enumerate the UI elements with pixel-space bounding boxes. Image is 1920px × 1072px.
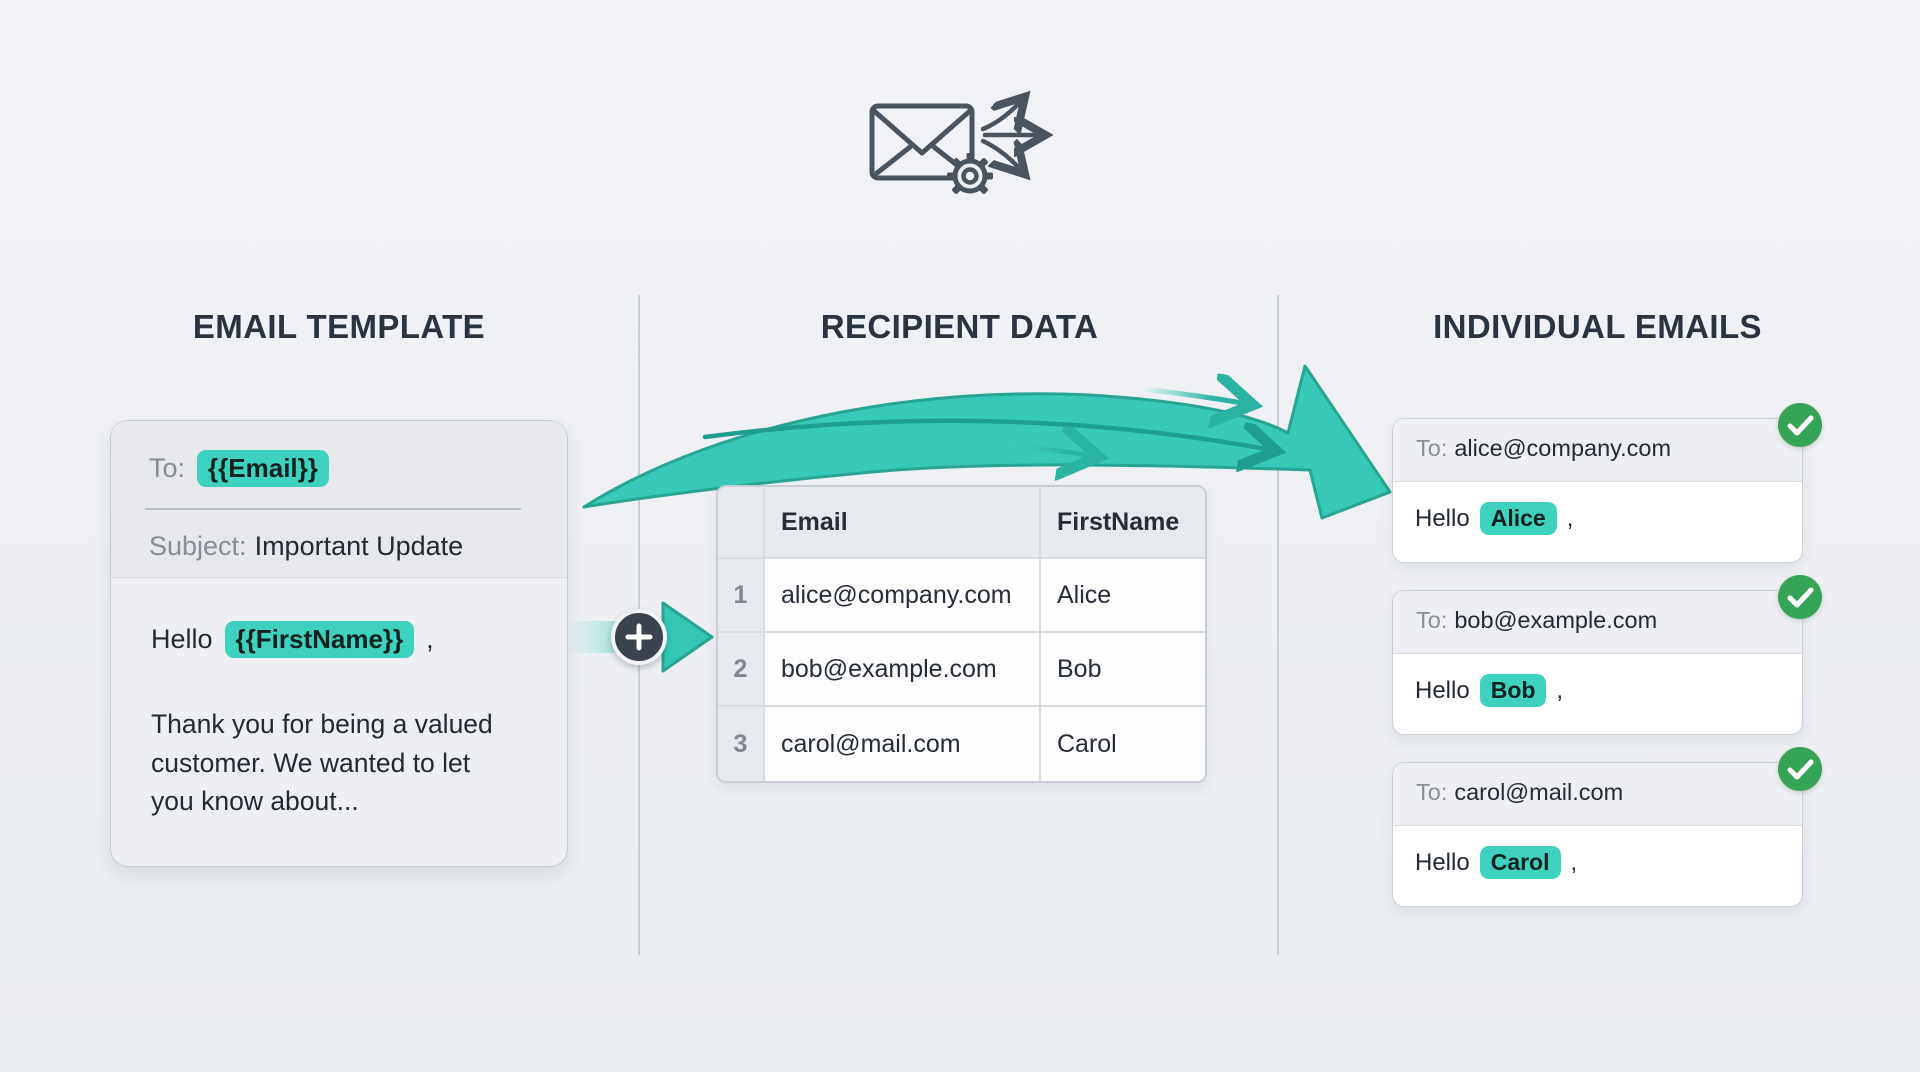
template-body-text: Thank you for being a valued customer. W… [151, 709, 493, 816]
email-greeting-prefix: Hello [1415, 848, 1470, 876]
gear-icon [947, 153, 993, 194]
email-card-body: Hello Bob , [1393, 654, 1802, 734]
merged-name-token: Alice [1479, 502, 1557, 535]
check-icon [1787, 587, 1814, 608]
email-to-label: To: [1416, 435, 1448, 461]
email-greeting-comma: , [1570, 848, 1578, 876]
merged-name-token: Carol [1479, 846, 1561, 879]
table-corner-cell [718, 487, 765, 559]
cell-email: carol@mail.com [765, 707, 1041, 781]
individual-email-card: To:bob@example.com Hello Bob , [1392, 575, 1822, 735]
individual-email-card: To:alice@company.com Hello Alice , [1392, 403, 1822, 563]
template-header-divider [145, 508, 521, 510]
merge-connector-arrowhead [661, 601, 714, 673]
sent-check-badge [1778, 403, 1822, 447]
email-to-address: carol@mail.com [1454, 779, 1624, 805]
speed-arrow-upper [1137, 389, 1248, 404]
table-header-firstname: FirstName [1041, 487, 1205, 559]
cell-email: alice@company.com [765, 559, 1041, 633]
email-greeting-prefix: Hello [1415, 676, 1470, 704]
swoosh-inner-line [702, 418, 1272, 450]
cell-firstname: Bob [1041, 633, 1205, 707]
merged-name-token: Bob [1479, 674, 1547, 707]
section-title-email-template: EMAIL TEMPLATE [192, 308, 486, 345]
individual-email-card: To:carol@mail.com Hello Carol , [1392, 747, 1822, 907]
check-icon [1787, 759, 1814, 780]
envelope-gear-icon [869, 83, 1070, 194]
section-title-individual-emails: INDIVIDUAL EMAILS [1433, 308, 1762, 345]
row-number: 2 [718, 633, 765, 707]
email-card-header: To:alice@company.com [1393, 419, 1802, 482]
email-card-body: Hello Alice , [1393, 482, 1802, 562]
recipient-data-table: Email FirstName 1 alice@company.com Alic… [716, 485, 1207, 783]
email-greeting-prefix: Hello [1415, 504, 1470, 532]
table-header-email: Email [765, 487, 1041, 559]
email-to-address: alice@company.com [1454, 435, 1672, 461]
email-placeholder-token: {{Email}} [197, 450, 329, 487]
email-template-card: To: {{Email}} Subject:Important Update H… [110, 420, 568, 867]
sent-check-badge [1778, 747, 1822, 791]
template-to-label: To: [149, 453, 186, 483]
fan-arrows-icon [980, 100, 1041, 171]
sent-check-badge [1778, 575, 1822, 619]
speed-arrow-lower [1000, 444, 1094, 456]
template-card-header: To: {{Email}} Subject:Important Update [111, 421, 567, 578]
section-title-recipient-data: RECIPIENT DATA [820, 308, 1099, 345]
template-greeting-comma: , [426, 624, 434, 654]
email-card-body: Hello Carol , [1393, 826, 1802, 906]
firstname-placeholder-token: {{FirstName}} [224, 621, 415, 658]
email-greeting-comma: , [1566, 504, 1574, 532]
email-to-address: bob@example.com [1454, 607, 1658, 633]
email-card-header: To:bob@example.com [1393, 591, 1802, 654]
template-subject-value: Important Update [254, 531, 464, 561]
cell-firstname: Alice [1041, 559, 1205, 633]
check-icon [1787, 415, 1814, 436]
row-number: 1 [718, 559, 765, 633]
cell-firstname: Carol [1041, 707, 1205, 781]
email-to-label: To: [1416, 607, 1448, 633]
template-subject-label: Subject: [149, 531, 247, 561]
row-number: 3 [718, 707, 765, 781]
envelope-icon [869, 103, 975, 181]
merge-plus-badge [611, 609, 667, 665]
cell-email: bob@example.com [765, 633, 1041, 707]
mail-merge-icon [860, 83, 1070, 208]
email-to-label: To: [1416, 779, 1448, 805]
template-greeting-prefix: Hello [151, 624, 213, 654]
section-divider-right [1277, 295, 1279, 955]
email-card-header: To:carol@mail.com [1393, 763, 1802, 826]
plus-icon [625, 623, 653, 651]
email-greeting-comma: , [1556, 676, 1564, 704]
